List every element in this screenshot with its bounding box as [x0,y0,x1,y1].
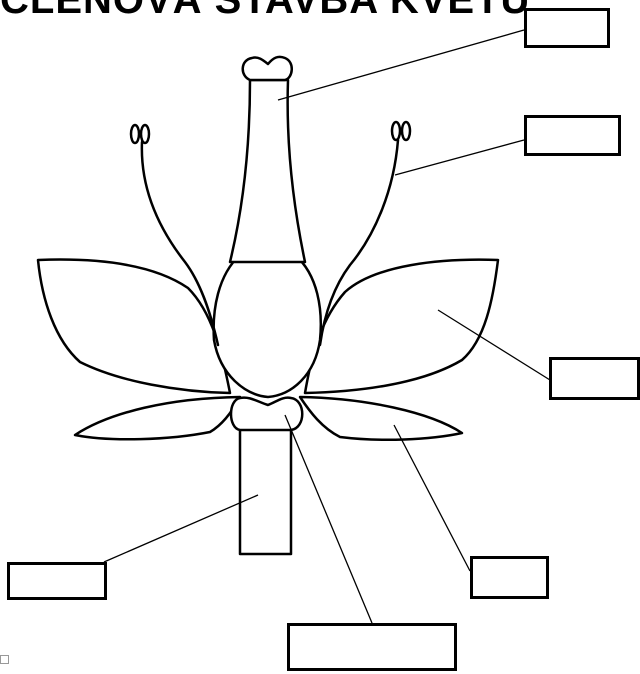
sepal-right [300,397,462,440]
leader-stem [104,495,258,562]
leader-sepal [394,425,470,571]
receptacle [231,398,302,430]
petal-right [305,260,498,393]
sepal-left [75,397,240,439]
label-box-stamen[interactable] [524,115,621,156]
leader-receptacle [285,415,372,623]
anther-left-a [131,125,139,143]
corner-marker [0,655,9,664]
petal-left [38,260,230,393]
stigma [243,57,292,80]
label-box-pistil-top[interactable] [524,8,610,48]
style [230,80,305,262]
stem [240,412,291,554]
anther-left-b [141,125,149,143]
leader-stamen [395,140,524,175]
ovary [214,255,321,397]
anther-right-b [402,122,410,140]
label-box-sepal[interactable] [470,556,549,599]
label-box-receptacle[interactable] [287,623,457,671]
leader-pistil-top [278,30,524,100]
label-box-petal[interactable] [549,357,640,400]
label-box-stem[interactable] [7,562,107,600]
anther-right-a [392,122,400,140]
